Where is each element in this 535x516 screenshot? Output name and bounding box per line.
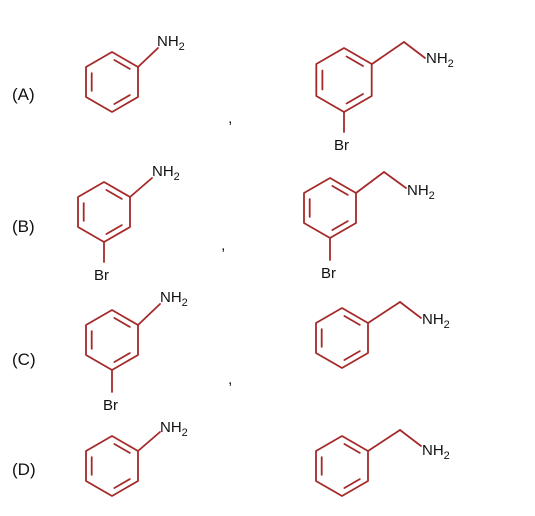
bromo-label: Br: [321, 265, 336, 282]
bromo-label: Br: [103, 397, 118, 414]
benzene-ring: [315, 307, 369, 369]
amine-bond: [137, 431, 161, 452]
amine-bond: [399, 429, 422, 447]
option-a-right-molecule: NH2 Br: [315, 41, 454, 154]
benzene-ring: [85, 51, 139, 113]
bromo-label: Br: [334, 137, 349, 154]
amine-label: NH2: [422, 442, 450, 462]
ring-double-bond: [343, 350, 361, 361]
methylene-bond: [367, 429, 401, 452]
benzene-ring: [315, 435, 369, 497]
ring-double-bond: [343, 478, 361, 489]
ring-double-bond: [345, 93, 364, 105]
option-c-right-molecule: NH2: [315, 301, 450, 369]
option-a-separator: ,: [228, 110, 232, 127]
option-b-right-molecule: NH2 Br: [303, 171, 435, 282]
amine-label: NH2: [407, 182, 435, 202]
amine-label: NH2: [422, 311, 450, 331]
ring-double-bond: [113, 59, 131, 70]
amine-label: NH2: [160, 419, 188, 439]
ring-double-bond: [113, 94, 131, 105]
option-b-left-molecule: NH2 Br: [77, 163, 180, 284]
ring-double-bond: [343, 443, 361, 454]
amine-bond: [399, 301, 422, 319]
benzene-ring: [77, 181, 131, 243]
ring-double-bond: [331, 220, 349, 231]
option-d-right-molecule: NH2: [315, 429, 450, 497]
ring-outline: [315, 435, 369, 497]
option-c-separator: ,: [228, 371, 232, 388]
amine-label: NH2: [426, 50, 454, 70]
ring-outline: [85, 435, 139, 497]
ring-outline: [77, 181, 131, 243]
methylene-bond: [367, 301, 401, 324]
amine-label: NH2: [157, 33, 185, 53]
option-c-label: (C): [12, 350, 36, 369]
option-c-left-molecule: NH2 Br: [85, 289, 188, 414]
ring-double-bond: [113, 352, 131, 363]
option-d-left-molecule: NH2: [85, 419, 188, 497]
amine-label: NH2: [152, 163, 180, 183]
ring-double-bond: [113, 317, 131, 328]
ring-double-bond: [331, 185, 349, 196]
benzene-ring: [315, 47, 373, 113]
benzene-ring: [85, 309, 139, 371]
ring-outline: [85, 309, 139, 371]
ring-double-bond: [105, 189, 123, 200]
option-a-left-molecule: NH2: [85, 33, 185, 113]
amine-bond: [137, 47, 159, 68]
ring-double-bond: [105, 224, 123, 235]
amine-bond: [137, 303, 161, 326]
ring-double-bond: [113, 478, 131, 489]
option-a-label: (A): [12, 85, 35, 104]
benzene-ring: [303, 177, 357, 239]
ring-double-bond: [343, 315, 361, 326]
methylene-bond: [355, 171, 385, 194]
benzene-ring: [85, 435, 139, 497]
bromo-label: Br: [94, 267, 109, 284]
option-b-separator: ,: [221, 237, 225, 254]
ring-outline: [303, 177, 357, 239]
amine-bond: [129, 177, 153, 198]
ring-double-bond: [345, 55, 364, 67]
option-d-label: (D): [12, 460, 36, 479]
ring-outline: [85, 51, 139, 113]
option-b-label: (B): [12, 217, 35, 236]
ring-outline: [315, 47, 373, 113]
amine-bond: [403, 41, 426, 59]
amine-label: NH2: [160, 289, 188, 309]
ring-outline: [315, 307, 369, 369]
amine-bond: [383, 171, 407, 189]
ring-double-bond: [113, 443, 131, 454]
methylene-bond: [371, 41, 405, 65]
